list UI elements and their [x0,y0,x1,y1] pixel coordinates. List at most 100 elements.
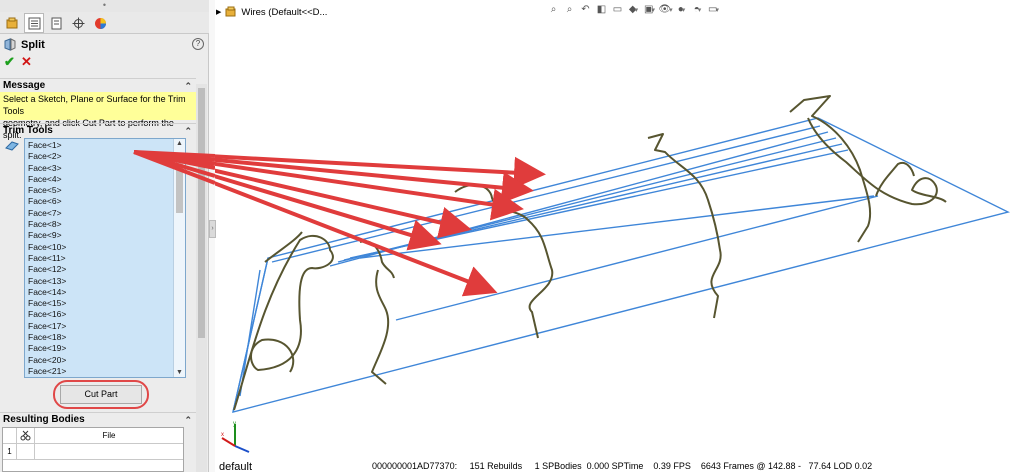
property-manager-tab[interactable] [24,13,44,33]
collapse-chevron-icon: ⌃ [184,126,192,136]
performance-status-line: 000000001AD77370: 151 Rebuilds 1 SPBodie… [372,461,873,471]
row-number-header [3,428,17,443]
part-name: Wires (Default<<D... [241,6,328,18]
body-checkbox-cell[interactable] [17,444,35,459]
row-number: 1 [3,444,17,459]
dynamic-annotation-icon[interactable]: ▭ [612,4,623,15]
zoom-to-fit-icon[interactable]: ⌕ [550,4,557,15]
svg-text:x: x [221,432,224,438]
hide-show-items-icon[interactable]: 👁▾ [658,4,673,15]
property-manager-panel: • Split ? ✔ ✕ Message [0,0,209,472]
list-item[interactable]: Face<19> [28,343,67,354]
resulting-bodies-header-label: Resulting Bodies [3,414,85,425]
list-scroll-thumb[interactable] [176,153,183,213]
trim-tools-header-label: Trim Tools [3,125,53,136]
resulting-bodies-group-header[interactable]: Resulting Bodies ⌃ [0,412,196,426]
message-group-header[interactable]: Message ⌃ [0,78,196,92]
scissors-icon [20,430,31,441]
part-icon [225,6,236,17]
spline-curves [233,95,947,411]
configuration-icon [51,17,61,29]
graphics-viewport[interactable] [215,0,1024,472]
list-item[interactable]: Face<1> [28,140,62,150]
list-item[interactable]: Face<8> [28,219,62,230]
list-item[interactable]: Face<16> [28,309,67,320]
list-item[interactable]: Face<21> [28,365,67,376]
feature-manager-tab[interactable] [2,13,22,33]
trim-tools-group-header[interactable]: Trim Tools ⌃ [0,123,196,137]
message-line-1: Select a Sketch, Plane or Surface for th… [3,94,186,116]
scroll-down-icon[interactable]: ▼ [176,369,183,376]
collapse-chevron-icon: ⌃ [184,81,192,91]
configuration-manager-tab[interactable] [46,13,66,33]
zoom-to-area-icon[interactable]: ⌕ [566,4,573,15]
flyout-tree-breadcrumb[interactable]: ▶ Wires (Default<<D... [216,6,327,18]
help-icon[interactable]: ? [192,38,204,50]
panel-scrollbar[interactable] [196,84,207,472]
list-item[interactable]: Face<12> [28,264,67,275]
panel-drag-handle[interactable]: • [0,0,209,12]
previous-view-icon[interactable]: ↶ [581,4,590,15]
table-row[interactable]: 1 [3,444,183,460]
feature-title-text: Split [21,38,45,51]
trim-tools-selection-list[interactable]: Face<1>Face<2>Face<3>Face<4>Face<5>Face<… [24,138,186,378]
list-item[interactable]: Face<5> [28,185,62,196]
cut-part-button[interactable]: Cut Part [60,385,142,404]
annotation-arrow-origins [133,150,215,185]
list-item[interactable]: Face<4> [28,173,62,184]
wireframe-edges [232,117,1010,413]
expand-arrow-icon[interactable]: ▶ [216,9,222,16]
manager-tabs [0,12,209,34]
dimxpert-tab[interactable] [68,13,88,33]
collapse-chevron-icon: ⌃ [184,415,192,425]
appearance-pie-icon [94,17,106,29]
arrow-to-face-5 [215,174,442,251]
list-item[interactable]: Face<14> [28,286,67,297]
edit-appearance-icon[interactable]: ●▾ [677,4,686,15]
ok-checkmark-button[interactable]: ✔ [4,54,15,69]
list-item[interactable]: Face<11> [28,252,66,263]
property-list-icon [28,17,40,29]
panel-scroll-thumb[interactable] [198,88,205,338]
list-item[interactable]: Face<10> [28,241,67,252]
table-header-row: File [3,428,183,444]
list-scrollbar[interactable]: ▲ ▼ [173,139,185,377]
list-item[interactable]: Face<20> [28,354,67,365]
list-item[interactable]: Face<6> [28,196,62,207]
arrow-to-face-6 [215,181,498,297]
list-item[interactable]: Face<15> [28,298,67,309]
feature-tree-icon [6,17,17,28]
split-feature-icon [4,38,16,51]
heads-up-view-toolbar: ⌕ ⌕ ↶ ◧ ▭ ◆▾ ▣▾ 👁▾ ●▾ ◓▾ ▭▾ [547,3,720,16]
reference-triad-icon[interactable]: x y [219,420,251,458]
file-column-header: File [102,431,116,440]
section-view-icon[interactable]: ◧ [596,4,607,15]
message-header-label: Message [3,80,46,91]
arrow-to-face-4 [215,168,472,239]
view-orientation-icon[interactable]: ◆▾ [628,4,639,15]
scroll-up-icon[interactable]: ▲ [176,140,183,147]
highlight-ring-annotation [53,380,149,409]
crosshair-icon [72,17,84,29]
apply-scene-icon[interactable]: ◓▾ [693,4,702,15]
list-item[interactable]: Face<7> [28,207,62,218]
list-item[interactable]: Face<18> [28,332,67,343]
body-column-header [17,428,35,443]
display-manager-tab[interactable] [90,13,110,33]
arrow-to-face-3 [215,161,524,221]
list-item[interactable]: Face<13> [28,275,67,286]
trim-tool-surface-icon [5,141,19,151]
display-style-icon[interactable]: ▣▾ [644,4,655,15]
cancel-x-button[interactable]: ✕ [21,54,32,69]
view-orientation-label: default [219,461,253,472]
list-item[interactable]: Face<17> [28,320,67,331]
view-settings-icon[interactable]: ▭▾ [708,4,719,15]
arrow-to-face-2 [215,157,534,204]
list-item[interactable]: Face<2> [28,151,62,162]
list-item[interactable]: Face<3> [28,162,62,173]
svg-text:y: y [233,421,236,427]
feature-title: Split [4,38,45,51]
arrow-to-face-1 [215,154,546,189]
list-item[interactable]: Face<9> [28,230,62,241]
annotation-arrows [215,154,546,297]
